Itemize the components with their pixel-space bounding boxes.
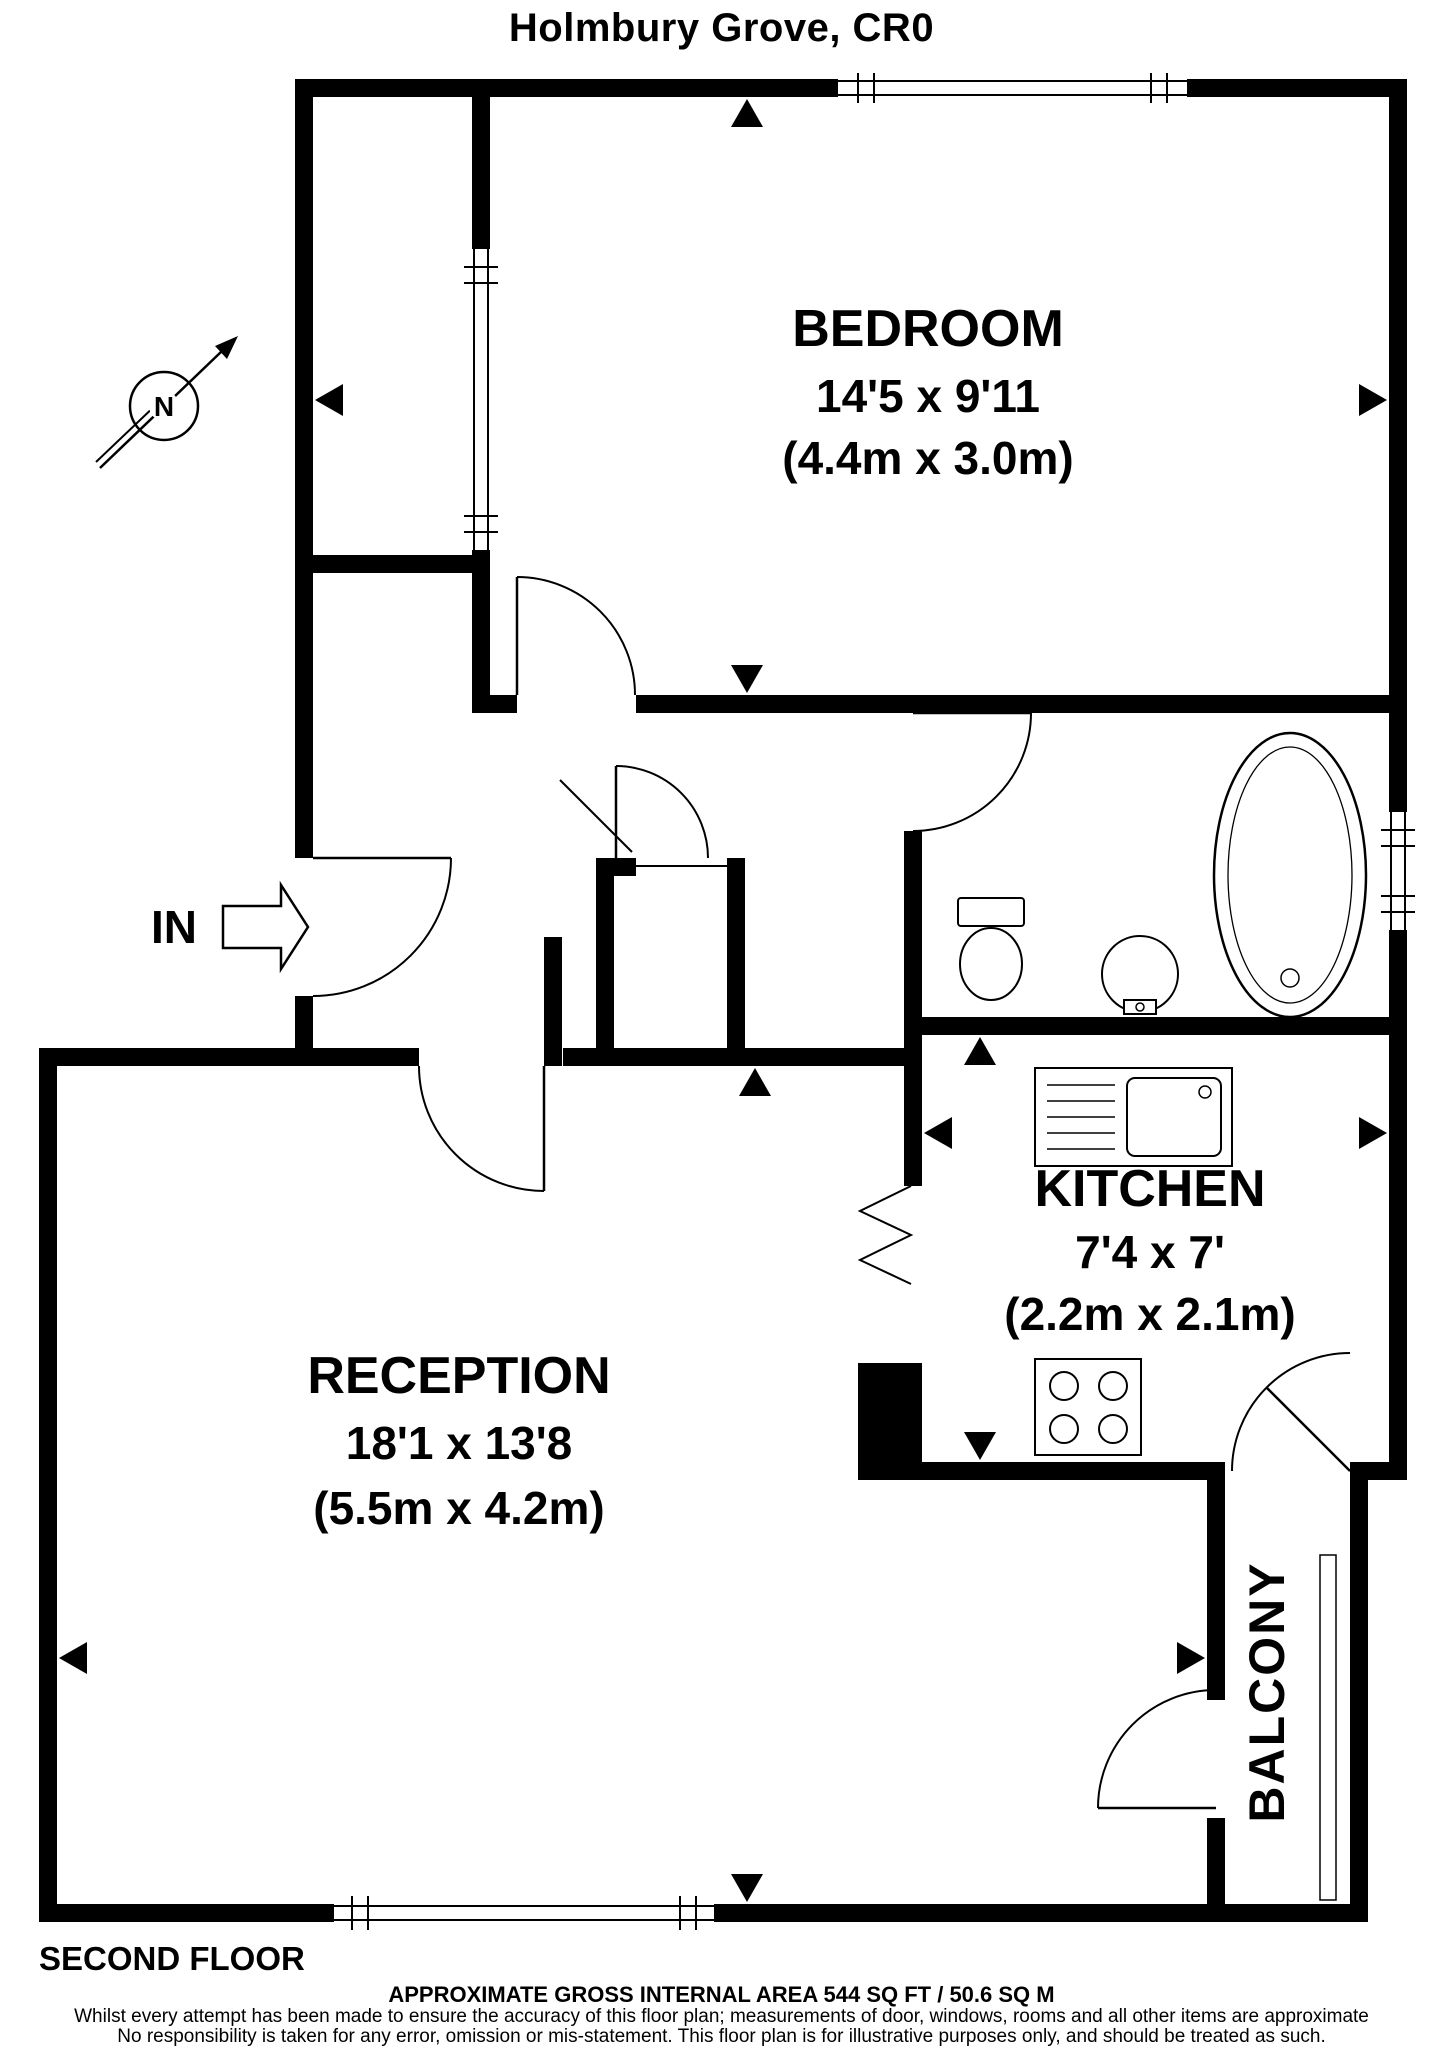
- toilet-icon: [957, 897, 1025, 1001]
- dimension-arrows: [59, 99, 1387, 1902]
- entrance-label: IN: [151, 901, 197, 953]
- reception-name-label: RECEPTION: [307, 1347, 610, 1405]
- reception-metric-label: (5.5m x 4.2m): [313, 1482, 604, 1534]
- kitchen-arrow-left-icon: [924, 1117, 952, 1149]
- folding-door-icon: [857, 1185, 914, 1285]
- plan-title: Holmbury Grove, CR0: [508, 6, 935, 50]
- kitchen-arrow-down-icon: [964, 1432, 996, 1460]
- reception-door-icon: [418, 1065, 546, 1192]
- balcony-name-label: BALCONY: [1239, 1561, 1295, 1822]
- walls: [39, 79, 1407, 1922]
- compass-icon: N: [95, 336, 238, 469]
- gross-area-label: APPROXIMATE GROSS INTERNAL AREA 544 SQ F…: [388, 1982, 1055, 2007]
- kitchen-metric-label: (2.2m x 2.1m): [1004, 1288, 1295, 1340]
- reception-arrow-down-icon: [731, 1874, 763, 1902]
- kitchen-arrow-right-icon: [1359, 1117, 1387, 1149]
- room-labels: BEDROOM 14'5 x 9'11 (4.4m x 3.0m) RECEPT…: [307, 300, 1295, 1823]
- reception-arrow-up-icon: [739, 1068, 771, 1096]
- kitchen-arrow-up-icon: [964, 1037, 996, 1065]
- reception-window-icon: [334, 1896, 714, 1930]
- floor-level-label: SECOND FLOOR: [39, 1940, 305, 1977]
- reception-imperial-label: 18'1 x 13'8: [346, 1417, 573, 1469]
- hob-icon: [1034, 1358, 1142, 1456]
- kitchen-fixtures: [1034, 1067, 1233, 1456]
- windows: [334, 73, 1415, 1930]
- kitchen-sink-icon: [1034, 1067, 1233, 1167]
- bedroom-arrow-down-icon: [731, 665, 763, 693]
- disclaimer-line-1: Whilst every attempt has been made to en…: [74, 2006, 1369, 2027]
- closet-door-icon: [559, 765, 727, 867]
- bedroom-metric-label: (4.4m x 3.0m): [782, 432, 1073, 484]
- bedroom-left-window-icon: [464, 249, 498, 550]
- bedroom-name-label: BEDROOM: [792, 300, 1064, 358]
- doors: [312, 576, 1351, 1810]
- bathroom-fixtures: [957, 731, 1368, 1019]
- balcony-arrow-right-icon: [1177, 1642, 1205, 1674]
- bedroom-top-window-icon: [838, 73, 1187, 103]
- bedroom-arrow-up-icon: [731, 99, 763, 127]
- bathtub-icon: [1212, 731, 1368, 1019]
- entrance-door-icon: [312, 856, 452, 997]
- kitchen-imperial-label: 7'4 x 7': [1075, 1226, 1225, 1278]
- bathroom-window-icon: [1381, 812, 1415, 930]
- kitchen-balcony-door-icon: [1231, 1352, 1351, 1472]
- entrance-marker: IN: [151, 880, 310, 974]
- bathroom-door-icon: [912, 711, 1032, 832]
- compass-north-label: N: [154, 391, 174, 422]
- reception-balcony-door-icon: [1097, 1689, 1217, 1810]
- bedroom-arrow-left-icon: [315, 384, 343, 416]
- disclaimer-line-2: No responsibility is taken for any error…: [117, 2026, 1326, 2047]
- reception-arrow-left-icon: [59, 1642, 87, 1674]
- balcony-glazing-icon: [1319, 1554, 1337, 1901]
- sink-icon: [1101, 935, 1179, 1015]
- entrance-arrow-icon: [221, 880, 310, 974]
- bedroom-door-icon: [515, 576, 636, 696]
- kitchen-name-label: KITCHEN: [1034, 1160, 1265, 1218]
- bedroom-imperial-label: 14'5 x 9'11: [816, 370, 1040, 422]
- bedroom-arrow-right-icon: [1359, 384, 1387, 416]
